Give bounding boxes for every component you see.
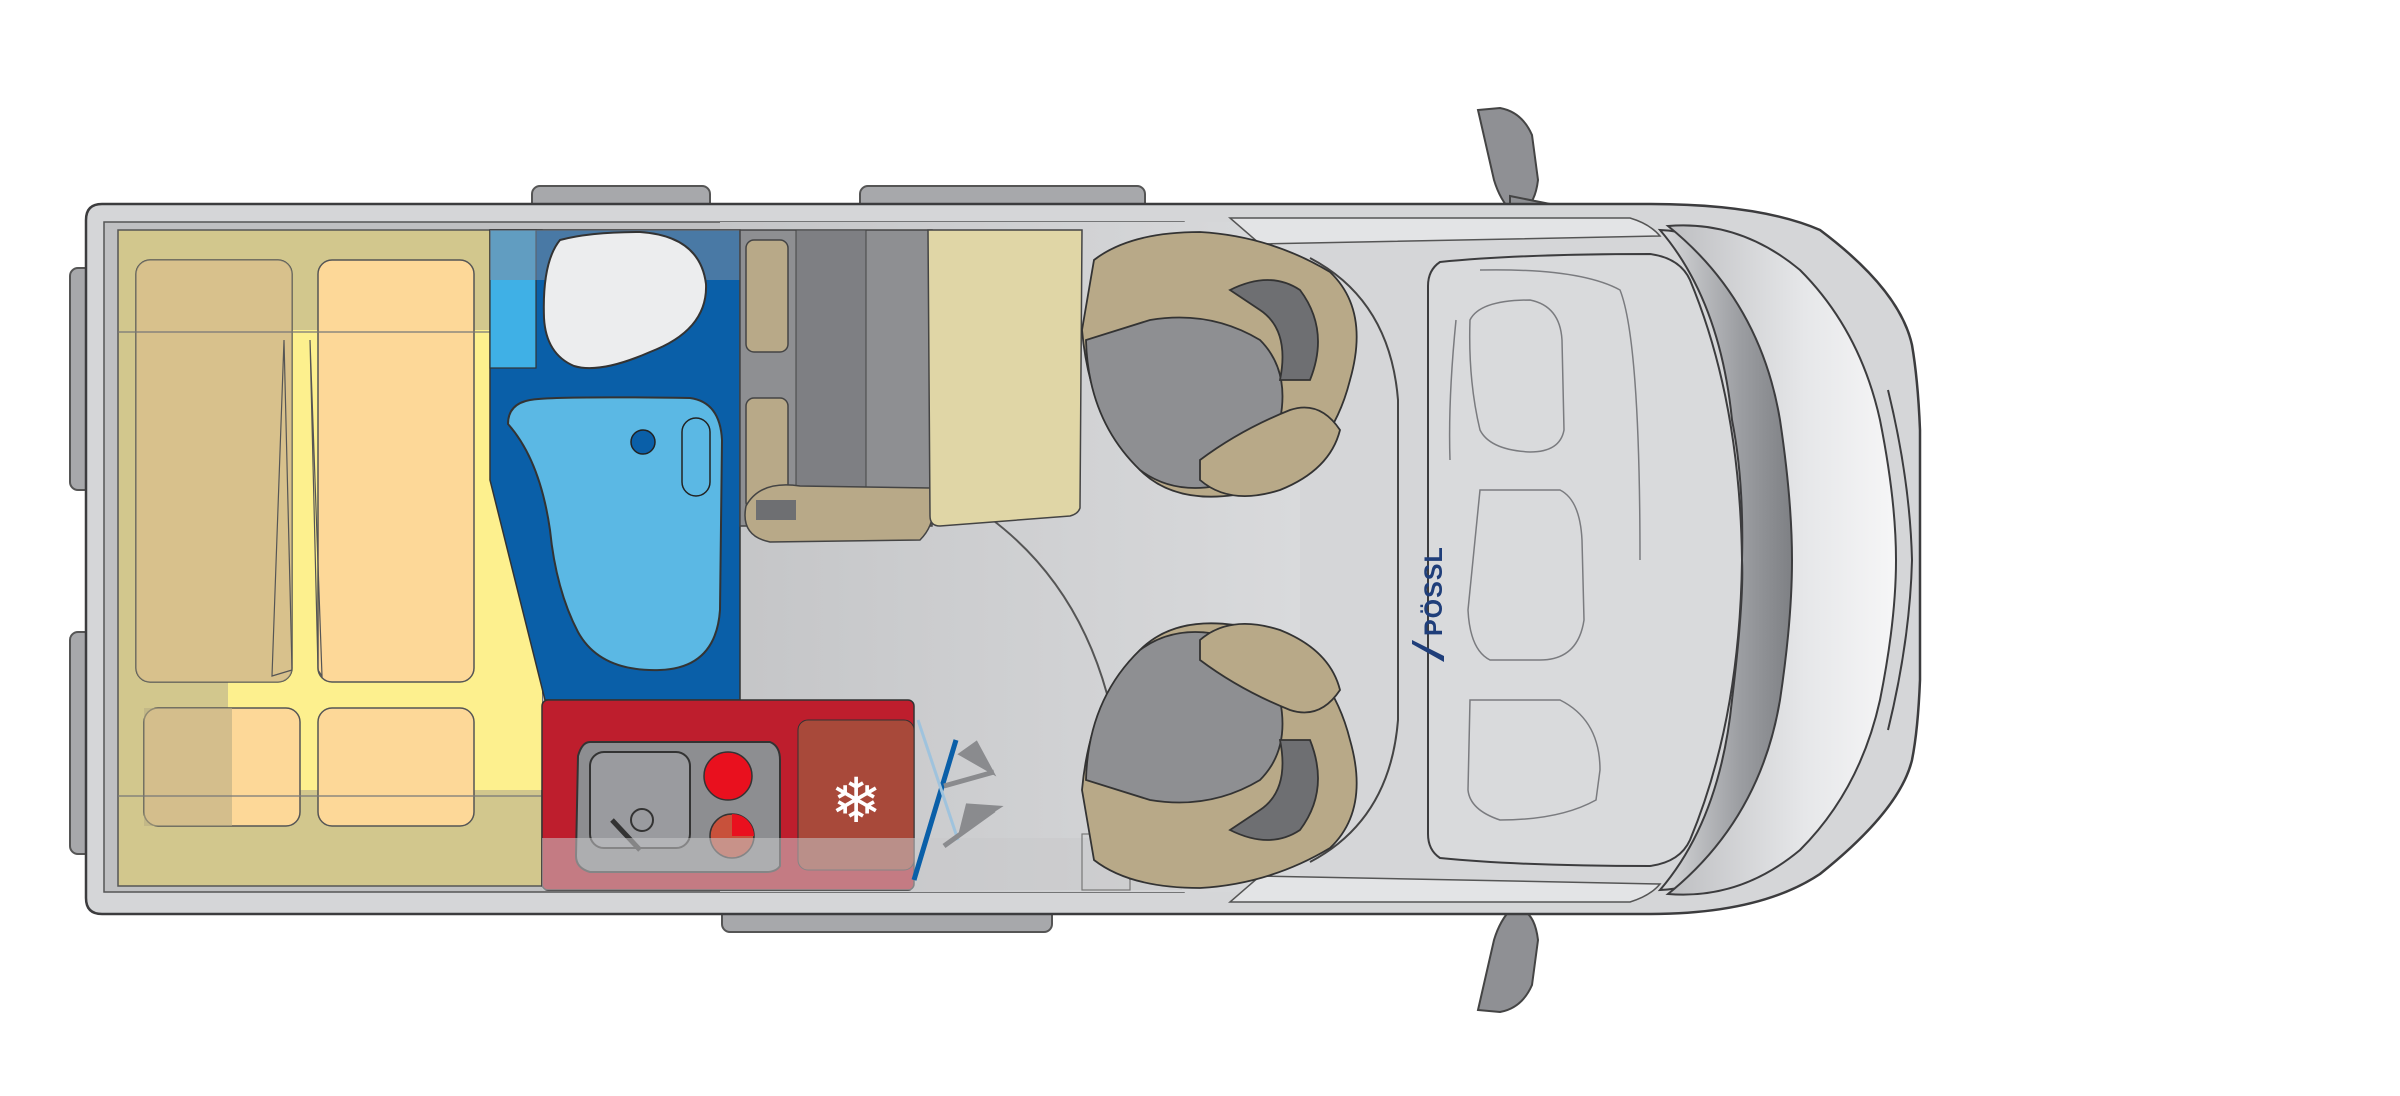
hood [1665, 224, 1898, 896]
front-bumper-line [1887, 389, 1914, 731]
shower-drain [630, 429, 656, 455]
toilet [542, 230, 708, 370]
hob-burner-large [703, 751, 753, 801]
cab-seat-driver [1081, 622, 1358, 889]
table [927, 229, 1083, 527]
brand-logo: PÖSSL [1412, 546, 1448, 662]
bathroom [489, 229, 741, 701]
door-sill-top [1227, 217, 1662, 245]
mattress-right [317, 259, 475, 683]
rear-bed [117, 229, 543, 887]
snowflake-icon: ❄ [830, 764, 882, 837]
sliding-door-indicator [911, 719, 1131, 891]
shower-tray [506, 396, 724, 672]
dinette-bench [739, 229, 935, 543]
cushion-right [317, 707, 475, 827]
door-sill-bottom [1227, 875, 1662, 903]
sink [589, 751, 691, 849]
brand-logo-text: PÖSSL [1419, 546, 1448, 636]
dashboard-details [1448, 269, 1641, 821]
kitchen: ❄ [541, 699, 1182, 891]
cab-partition [1309, 257, 1399, 863]
cab-seat-passenger [1081, 231, 1358, 498]
shower-shelf [681, 417, 711, 497]
dashboard [1427, 252, 1744, 868]
